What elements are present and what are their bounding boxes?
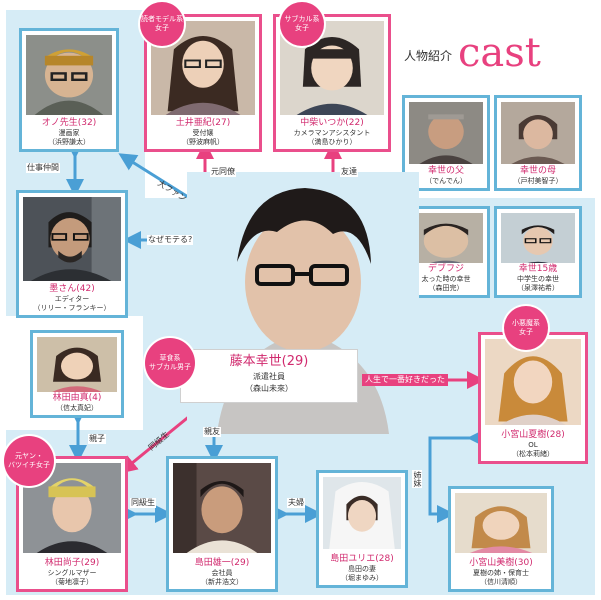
character-card-natsuki[interactable]: 小宮山夏樹(28)OL（松本莉緒） <box>478 332 588 464</box>
character-name: 小宮山夏樹(28) <box>501 430 565 440</box>
character-actor: （満島ひかり） <box>307 138 357 146</box>
character-role: 漫画家 <box>58 129 80 137</box>
relation-label-work: 仕事仲間 <box>26 163 60 173</box>
character-actor: （信太真妃） <box>56 404 98 412</box>
center-character-card[interactable]: 藤本幸世(29) 派遣社員 （森山未來） <box>180 349 358 403</box>
character-actor: （森田完） <box>428 284 464 292</box>
character-role: 受付嬢 <box>192 129 214 137</box>
character-name: デブフジ <box>427 264 464 274</box>
character-tag-nakashiba: サブカル系 女子 <box>280 2 324 46</box>
character-photo <box>173 463 271 553</box>
character-photo <box>501 102 575 164</box>
character-role: カメラマンアシスタント <box>293 129 371 137</box>
character-name: オノ先生(32) <box>41 118 97 128</box>
relation-label-friend: 友達 <box>340 167 358 177</box>
relation-label-couple: 夫婦 <box>287 498 305 508</box>
edge-sisters <box>428 429 485 523</box>
center-role: 派遣社員 <box>253 372 285 381</box>
character-actor: （リリー・フランキー） <box>33 304 111 312</box>
character-role: 夏樹の姉・保育士 <box>473 569 529 577</box>
character-role: 太った時の幸世 <box>421 275 471 283</box>
character-actor: （菊地凛子） <box>51 578 93 586</box>
character-card-sumi[interactable]: 墨さん(42)エディター（リリー・フランキー） <box>16 190 128 318</box>
character-photo <box>409 102 483 164</box>
character-name: 幸世の母 <box>519 166 556 176</box>
center-tag: 草食系 サブカル男子 <box>145 338 195 388</box>
character-role: 会社員 <box>211 569 233 577</box>
relation-label-classmate2: 同級生 <box>130 498 156 508</box>
character-card-ono[interactable]: オノ先生(32)漫画家（浜野謙太） <box>19 28 119 152</box>
character-role: エディター <box>54 295 90 303</box>
character-tag-natsuki: 小悪魔系 女子 <box>504 306 548 350</box>
character-actor: （新井浩文） <box>201 578 243 586</box>
relation-label-sisters: 姉妹 <box>412 470 422 488</box>
character-actor: （戸村美智子） <box>513 177 563 185</box>
character-photo <box>501 213 575 269</box>
character-photo <box>409 213 483 269</box>
character-role: 中学生の幸世 <box>517 275 559 283</box>
page-title: 人物紹介 cast <box>404 30 541 76</box>
character-card-yukiyo15[interactable]: 幸世15歳中学生の幸世（泉澤祐希） <box>494 206 582 298</box>
character-role: シングルマザー <box>47 569 97 577</box>
character-card-mother[interactable]: 幸世の母（戸村美智子） <box>494 95 582 191</box>
character-actor: （野波麻帆） <box>182 138 224 146</box>
relation-label-popular: なぜモテる? <box>147 235 194 245</box>
character-tag-naoko: 元ヤン・ バツイチ女子 <box>4 436 54 486</box>
character-name: 林田尚子(29) <box>44 558 100 568</box>
character-actor: （泉澤祐希） <box>517 284 559 292</box>
character-tag-doi: 読者モデル系 女子 <box>140 2 184 46</box>
character-card-yuma[interactable]: 林田由真(4)（信太真妃） <box>30 330 124 418</box>
character-name: 中柴いつか(22) <box>300 118 364 128</box>
character-actor: （松本莉緒） <box>512 450 554 458</box>
character-name: 小宮山美樹(30) <box>469 558 533 568</box>
character-card-father[interactable]: 幸世の父（でんでん） <box>402 95 490 191</box>
character-actor: （信川清順） <box>480 578 522 586</box>
center-actor: （森山未來） <box>245 384 293 393</box>
character-photo <box>323 477 401 549</box>
character-card-yurie[interactable]: 島田ユリエ(28)島田の妻（堀まゆみ） <box>316 470 408 588</box>
center-name: 藤本幸世(29) <box>229 354 309 369</box>
character-actor: （堀まゆみ） <box>341 574 383 582</box>
character-photo <box>455 493 547 553</box>
character-card-shimada[interactable]: 島田雄一(29)会社員（新井浩文） <box>166 456 278 592</box>
character-photo <box>23 197 121 281</box>
character-card-miyu[interactable]: 小宮山美樹(30)夏樹の姉・保育士（信川清順） <box>448 486 554 592</box>
character-name: 島田ユリエ(28) <box>330 554 394 564</box>
character-photo <box>280 21 384 115</box>
character-photo <box>37 337 117 393</box>
title-japanese: 人物紹介 <box>404 49 453 63</box>
character-name: 林田由真(4) <box>52 393 102 403</box>
character-role: OL <box>528 441 538 449</box>
character-name: 土井亜紀(27) <box>175 118 231 128</box>
character-photo <box>485 339 581 425</box>
relation-label-colleague: 元同僚 <box>210 167 236 177</box>
character-role: 島田の妻 <box>348 565 376 573</box>
title-english: cast <box>458 30 541 76</box>
character-name: 幸世の父 <box>427 166 464 176</box>
character-photo <box>26 35 112 115</box>
relation-label-bestfriend: 親友 <box>203 427 221 437</box>
relation-label-love: 人生で一番好きだった <box>362 374 448 386</box>
character-name: 島田雄一(29) <box>194 558 250 568</box>
character-actor: （でんでん） <box>425 177 467 185</box>
character-name: 墨さん(42) <box>49 284 95 294</box>
character-actor: （浜野謙太） <box>48 138 90 146</box>
character-name: 幸世15歳 <box>518 264 558 274</box>
relation-label-parent: 親子 <box>88 434 106 444</box>
